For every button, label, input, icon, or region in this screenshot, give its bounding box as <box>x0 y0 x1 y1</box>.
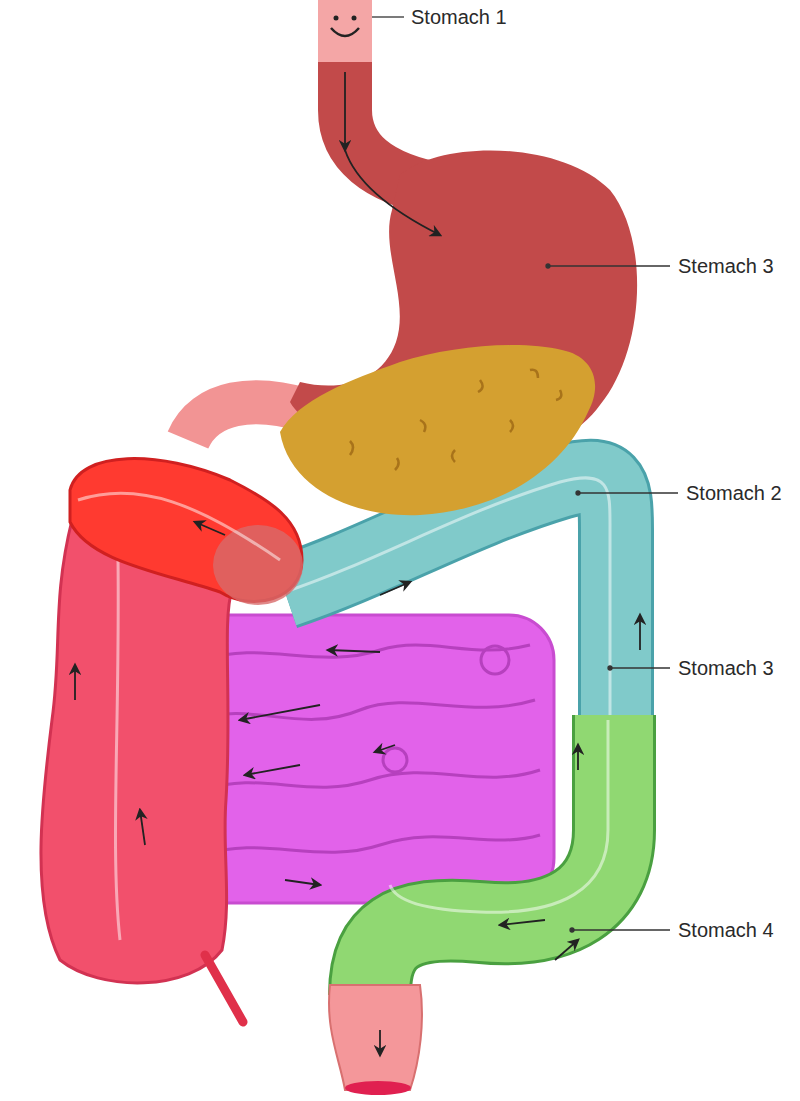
flow-arrow <box>577 745 579 770</box>
leader-line <box>572 929 670 930</box>
ascending-colon-body <box>41 520 232 983</box>
smiley-mouth <box>331 28 359 36</box>
rectum <box>329 985 422 1095</box>
leader-lines <box>372 17 678 932</box>
esophagus-top <box>318 0 372 62</box>
flow-arrow <box>344 72 346 150</box>
intestine-loop <box>481 646 509 674</box>
flow-arrows <box>75 72 640 1055</box>
colon-centerline <box>390 720 608 912</box>
flow-arrow <box>379 1030 381 1055</box>
callout-label: Stomach 1 <box>411 5 507 29</box>
descending-colon <box>370 715 614 995</box>
transverse-colon <box>285 477 616 718</box>
flow-arrow <box>328 650 380 652</box>
flow-arrow <box>245 765 300 775</box>
callout-label: Stomach 3 <box>678 656 774 680</box>
flow-arrow <box>380 582 410 595</box>
flow-arrow <box>345 150 440 235</box>
descending-colon-body <box>370 715 614 995</box>
intestine-loop <box>383 748 407 772</box>
callout-label: Stomach 2 <box>686 481 782 505</box>
flow-arrow <box>375 745 395 752</box>
descending-colon-outline <box>370 715 614 995</box>
contents-texture <box>350 370 561 470</box>
esophagus <box>318 0 440 190</box>
flow-arrow <box>195 522 225 535</box>
flow-arrow <box>555 940 578 960</box>
appendix <box>205 955 243 1022</box>
intestine-folds <box>200 645 540 855</box>
leader-line <box>578 492 678 493</box>
transverse-colon-outline <box>285 477 616 718</box>
colon-overlap <box>213 525 303 605</box>
ascending-colon <box>41 520 243 1022</box>
callout-label: Stomach 4 <box>678 918 774 942</box>
leader-line <box>548 265 670 266</box>
small-intestine-body <box>182 615 554 903</box>
flow-arrow <box>74 665 76 700</box>
flow-arrow <box>285 880 320 885</box>
stomach <box>280 150 637 515</box>
rectum-body <box>329 985 422 1090</box>
flow-arrow <box>240 705 320 720</box>
stomach-contents <box>280 345 595 515</box>
transverse-colon-body <box>285 477 616 718</box>
flow-arrow <box>140 810 145 845</box>
small-intestine <box>182 615 554 903</box>
flow-arrow <box>500 920 545 925</box>
colon-centerline <box>115 560 120 940</box>
smiley-eye <box>334 16 339 21</box>
leader-line <box>610 667 670 668</box>
anus-opening <box>345 1081 411 1095</box>
hepatic-flexure <box>70 459 303 605</box>
leader-line <box>372 16 404 17</box>
flow-arrow <box>639 615 641 650</box>
smiley-eye <box>352 16 357 21</box>
colon-centerline <box>285 478 610 715</box>
colon-centerline <box>78 493 280 560</box>
callout-label: Stemach 3 <box>678 254 774 278</box>
